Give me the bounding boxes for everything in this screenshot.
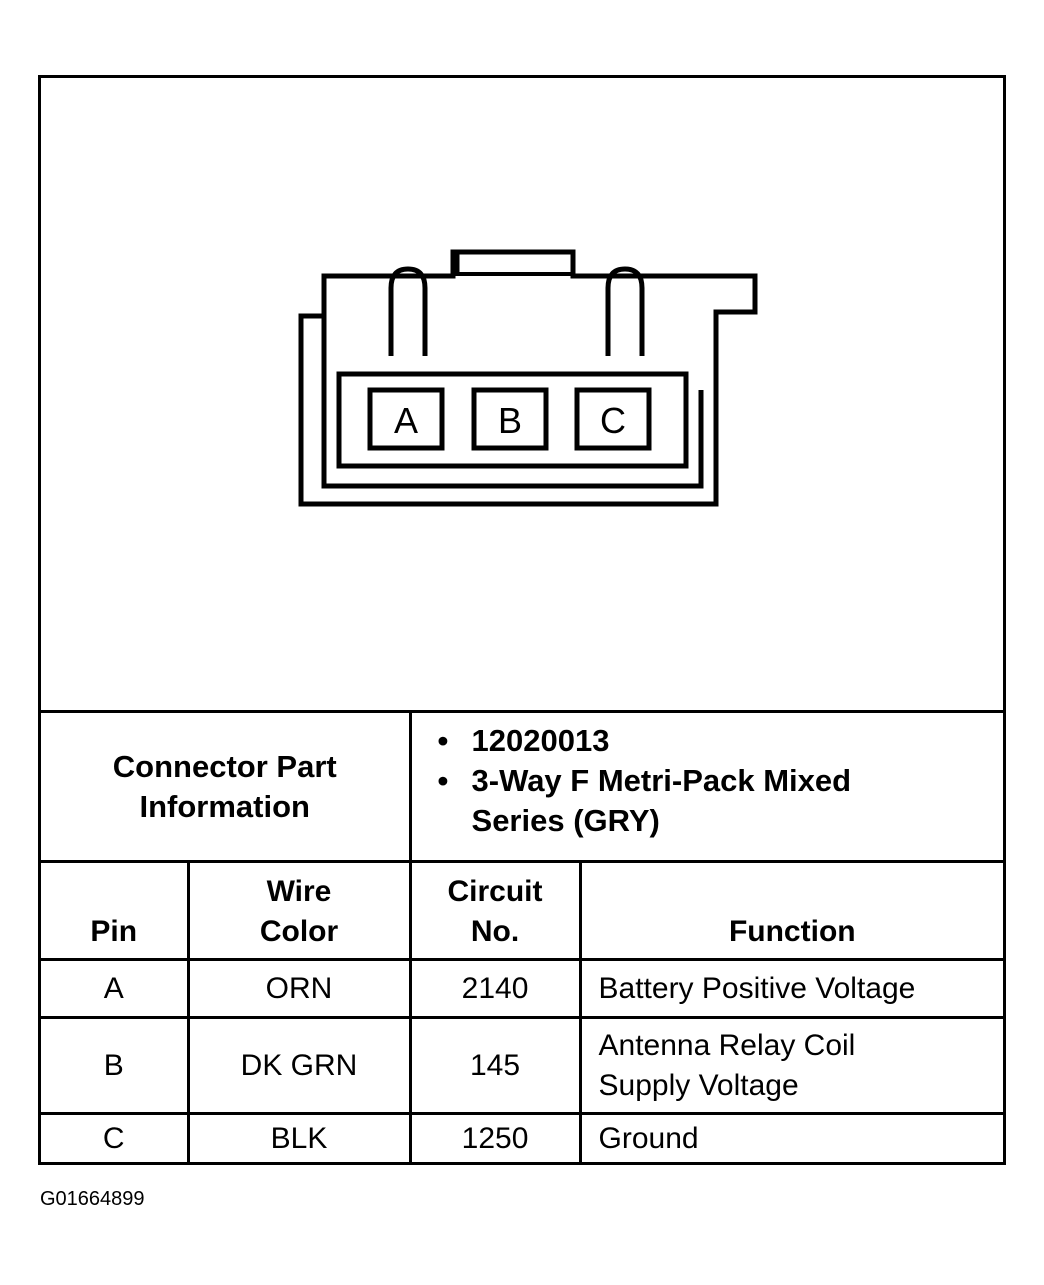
col-header-wire-color-line2: Color	[259, 915, 339, 948]
part-number: 12020013	[438, 721, 1004, 761]
connector-drawing: A B C	[298, 249, 758, 507]
pin-label-b: B	[498, 400, 522, 441]
row-b-function: Antenna Relay Coil Supply Voltage	[578, 1016, 1004, 1115]
col-header-circuit-line1: Circuit	[447, 875, 543, 908]
part-info-list: 12020013 3-Way F Metri-Pack Mixed Series…	[412, 713, 1004, 849]
col-header-function: Function	[578, 860, 1004, 961]
table-row: C BLK 1250 Ground	[41, 1112, 1004, 1164]
connector-housing	[298, 249, 758, 507]
row-b-function-line1: Antenna Relay Coil	[598, 1028, 856, 1062]
part-info-row: Connector Part Information 12020013 3-Wa…	[41, 710, 1004, 863]
part-description-line2: Series (GRY)	[471, 803, 660, 838]
row-b-function-line2: Supply Voltage	[598, 1068, 799, 1102]
part-description-line1: 3-Way F Metri-Pack Mixed	[471, 763, 852, 798]
figure-code: G01664899	[40, 1188, 145, 1210]
row-a-pin: A	[41, 958, 190, 1019]
col-header-function-label: Function	[728, 915, 856, 948]
col-header-circuit-line2: No.	[470, 915, 520, 948]
row-a-function: Battery Positive Voltage	[578, 958, 1004, 1019]
row-b-circuit: 145	[408, 1016, 582, 1115]
row-b-wire-color: DK GRN	[186, 1016, 412, 1115]
connector-figure: A B C Connector Part Information 1202001…	[38, 75, 1006, 1165]
connector-lock-tab	[454, 249, 573, 276]
row-a-wire-color: ORN	[186, 958, 412, 1019]
connector-diagram: A B C	[41, 78, 1003, 710]
connector-left-post	[388, 266, 428, 356]
pin-cavity-c	[574, 387, 652, 451]
col-header-wire-color-line1: Wire	[266, 875, 332, 908]
col-header-circuit: Circuit No.	[408, 860, 582, 961]
row-b-pin: B	[41, 1016, 190, 1115]
column-header-row: Pin Wire Color Circuit No. Function	[41, 860, 1004, 961]
connector-inner-frame	[336, 371, 689, 469]
connector-shroud-line	[321, 356, 704, 489]
col-header-pin-label: Pin	[90, 915, 138, 948]
connector-right-post	[605, 266, 645, 356]
part-description: 3-Way F Metri-Pack Mixed Series (GRY)	[438, 761, 1004, 841]
pin-label-a: A	[394, 400, 418, 441]
row-c-function: Ground	[578, 1112, 1004, 1164]
part-info-label-line2: Information	[139, 788, 311, 824]
pin-cavity-a	[367, 387, 445, 451]
part-info-values: 12020013 3-Way F Metri-Pack Mixed Series…	[408, 710, 1004, 863]
row-c-wire-color: BLK	[186, 1112, 412, 1164]
row-c-circuit: 1250	[408, 1112, 582, 1164]
table-row: A ORN 2140 Battery Positive Voltage	[41, 958, 1004, 1019]
connector-info-table: Connector Part Information 12020013 3-Wa…	[41, 710, 1004, 1164]
part-info-label: Connector Part Information	[41, 710, 412, 863]
table-row: B DK GRN 145 Antenna Relay Coil Supply V…	[41, 1016, 1004, 1115]
row-a-circuit: 2140	[408, 958, 582, 1019]
pin-label-c: C	[600, 400, 626, 441]
col-header-wire-color: Wire Color	[186, 860, 412, 961]
part-info-label-line1: Connector Part	[112, 748, 337, 784]
row-c-pin: C	[41, 1112, 190, 1164]
pin-cavity-b	[471, 387, 549, 451]
col-header-pin: Pin	[41, 860, 190, 961]
